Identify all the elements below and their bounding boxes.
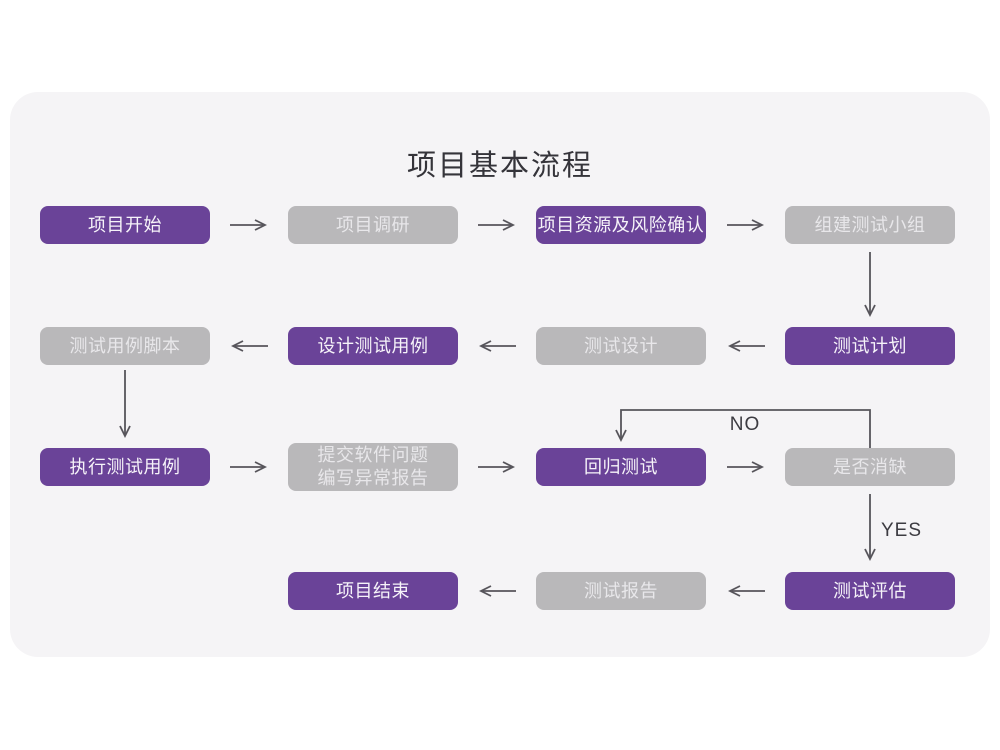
diagram-card bbox=[10, 92, 990, 657]
flow-node-test-plan: 测试计划 bbox=[785, 327, 955, 365]
edge-label-no: NO bbox=[729, 414, 761, 435]
flow-node-project-research: 项目调研 bbox=[288, 206, 458, 244]
flow-node-resources-risk: 项目资源及风险确认 bbox=[536, 206, 706, 244]
flow-node-regression-test: 回归测试 bbox=[536, 448, 706, 486]
flow-node-project-start: 项目开始 bbox=[40, 206, 210, 244]
flow-node-test-design: 测试设计 bbox=[536, 327, 706, 365]
diagram-title: 项目基本流程 bbox=[406, 150, 593, 182]
flow-node-test-evaluation: 测试评估 bbox=[785, 572, 955, 610]
flow-node-project-end: 项目结束 bbox=[288, 572, 458, 610]
flow-node-test-case-scripts: 测试用例脚本 bbox=[40, 327, 210, 365]
flow-node-test-report: 测试报告 bbox=[536, 572, 706, 610]
flow-node-submit-issue-report: 提交软件问题 编写异常报告 bbox=[288, 443, 458, 491]
flow-node-defect-cleared: 是否消缺 bbox=[785, 448, 955, 486]
edge-label-yes: YES bbox=[881, 520, 923, 541]
flow-node-build-test-team: 组建测试小组 bbox=[785, 206, 955, 244]
flow-node-design-test-cases: 设计测试用例 bbox=[288, 327, 458, 365]
flow-node-execute-test-cases: 执行测试用例 bbox=[40, 448, 210, 486]
